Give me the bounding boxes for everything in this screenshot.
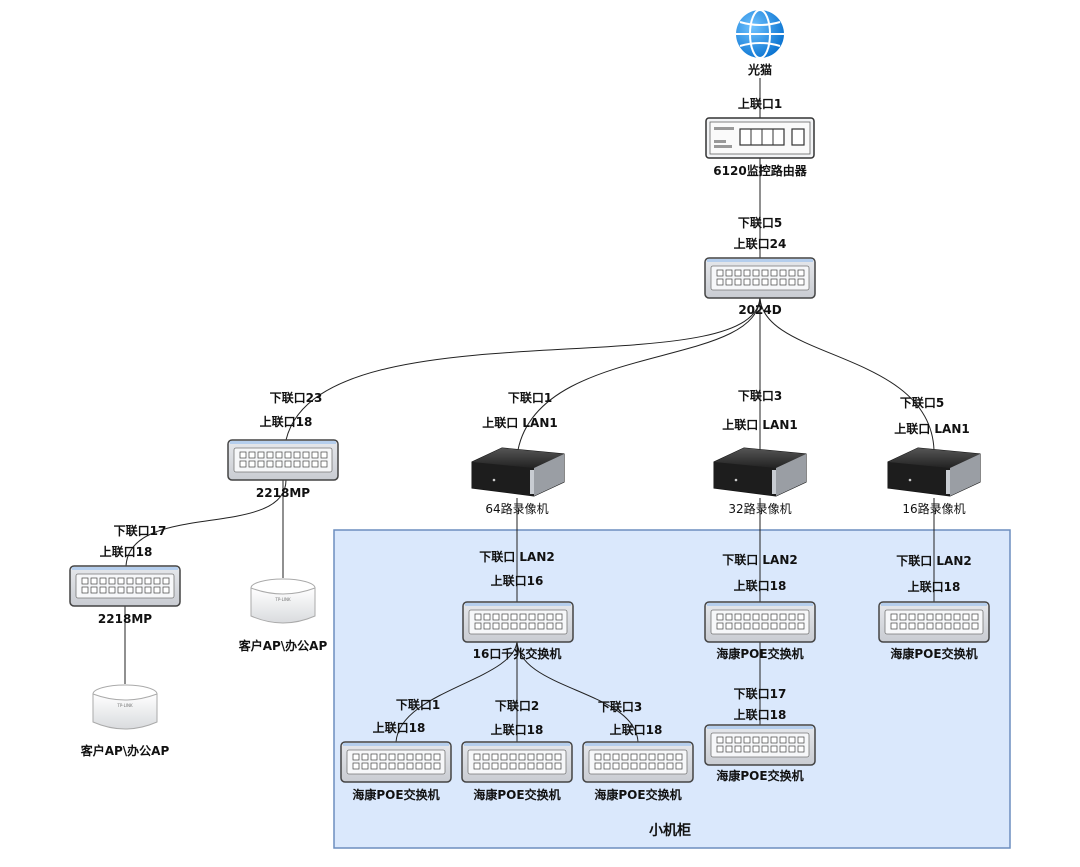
poe-switch-16: 下联口 LAN2 上联口18 海康POE交换机: [878, 554, 990, 661]
nvr-32-port-lan2: 下联口 LAN2: [722, 553, 798, 567]
access-point-2: 客户AP\办公AP: [80, 684, 170, 758]
poe-1-port-down: 下联口1: [396, 698, 440, 712]
modem-label: 光猫: [747, 62, 772, 77]
switch-icon: [704, 257, 816, 299]
switch-2024d-label: 2024D: [738, 303, 781, 317]
access-point-1: 客户AP\办公AP: [238, 578, 328, 653]
switch-2218mp-a-port-down: 下联口23: [270, 391, 323, 405]
nvr-icon: [471, 447, 565, 497]
switch-2218mp-b-port-down: 下联口17: [114, 524, 167, 538]
poe-32b-port-down: 下联口17: [734, 687, 787, 701]
switch-2024d: 下联口5 上联口24 2024D: [704, 216, 816, 317]
nvr-64-port-lan2: 下联口 LAN2: [479, 550, 555, 564]
switch-2024d-port-up: 上联口24: [734, 236, 787, 251]
poe-3-port-down: 下联口3: [598, 700, 642, 714]
globe-icon: [736, 9, 784, 59]
nvr-32-label: 32路录像机: [728, 501, 791, 516]
nvr-icon: [713, 447, 807, 497]
switch-16g-port-up: 上联口16: [491, 573, 544, 588]
access-point-2-label: 客户AP\办公AP: [80, 743, 170, 758]
nvr-32: 下联口3 上联口 LAN1 32路录像机: [713, 389, 807, 516]
switch-icon: [582, 741, 694, 783]
link-16g-poe1: [395, 639, 518, 743]
nvr-32-port-up: 上联口 LAN1: [722, 417, 798, 432]
poe-32a-port-up: 上联口18: [734, 578, 787, 593]
switch-2218mp-b-port-up: 上联口18: [100, 544, 153, 559]
router-label: 6120监控路由器: [713, 163, 807, 178]
poe-16-port-up: 上联口18: [908, 579, 961, 594]
switch-2218mp-b-label: 2218MP: [98, 612, 152, 626]
access-point-1-label: 客户AP\办公AP: [238, 638, 328, 653]
nvr-16-port-lan2: 下联口 LAN2: [896, 554, 972, 568]
router-icon: [705, 117, 815, 159]
poe-2-port-up: 上联口18: [491, 722, 544, 737]
link-2024d-nvr16: [759, 295, 935, 451]
access-point-icon: [250, 578, 316, 624]
modem: 光猫: [736, 9, 784, 77]
poe-switch-1: 下联口1 上联口18 海康POE交换机: [340, 698, 452, 802]
nvr-64: 下联口1 上联口 LAN1 64路录像机: [471, 391, 565, 516]
poe-32b-label: 海康POE交换机: [716, 768, 803, 783]
poe-1-label: 海康POE交换机: [352, 787, 439, 802]
switch-icon: [704, 724, 816, 766]
poe-switch-32b: 下联口17 上联口18 海康POE交换机: [704, 687, 816, 783]
poe-32b-port-up: 上联口18: [734, 707, 787, 722]
switch-2218mp-b: 下联口17 上联口18 2218MP: [69, 524, 181, 626]
nvr-icon: [887, 447, 981, 497]
switch-16-port-gigabit: 下联口 LAN2 上联口16 16口千兆交换机: [462, 550, 574, 661]
switch-16g-label: 16口千兆交换机: [473, 646, 562, 661]
poe-32a-label: 海康POE交换机: [716, 646, 803, 661]
cabinet-label: 小机柜: [649, 822, 691, 839]
switch-2218mp-a-label: 2218MP: [256, 486, 310, 500]
nvr-32-port-down: 下联口3: [738, 389, 782, 403]
connections: [124, 78, 935, 743]
nvr-64-port-up: 上联口 LAN1: [482, 415, 558, 430]
switch-2024d-port-down: 下联口5: [738, 216, 782, 230]
switch-icon: [69, 565, 181, 607]
poe-3-label: 海康POE交换机: [594, 787, 681, 802]
poe-16-label: 海康POE交换机: [890, 646, 977, 661]
router-port-up: 上联口1: [738, 96, 782, 111]
poe-switch-3: 下联口3 上联口18 海康POE交换机: [582, 700, 694, 802]
cabinet-region: [333, 529, 1011, 849]
switch-icon: [340, 741, 452, 783]
nvr-16-port-up: 上联口 LAN1: [894, 421, 970, 436]
switch-icon: [461, 741, 573, 783]
link-2024d-nvr64: [517, 295, 761, 451]
nvr-16-port-down: 下联口5: [900, 396, 944, 410]
switch-2218mp-a-port-up: 上联口18: [260, 414, 313, 429]
switch-icon: [704, 601, 816, 643]
switch-2218mp-a: 下联口23 上联口18 2218MP: [227, 391, 339, 500]
nvr-64-label: 64路录像机: [485, 501, 548, 516]
nvr-16: 下联口5 上联口 LAN1 16路录像机: [887, 396, 981, 516]
nvr-16-label: 16路录像机: [902, 501, 965, 516]
router-6120: 上联口1 6120监控路由器: [705, 96, 815, 178]
poe-1-port-up: 上联口18: [373, 720, 426, 735]
switch-icon: [227, 439, 339, 481]
access-point-icon: [92, 684, 158, 730]
poe-switch-2: 下联口2 上联口18 海康POE交换机: [461, 699, 573, 802]
link-2218mp-2218mp: [125, 479, 287, 567]
poe-switch-32a: 下联口 LAN2 上联口18 海康POE交换机: [704, 553, 816, 661]
link-2024d-2218mp: [285, 295, 761, 441]
poe-2-label: 海康POE交换机: [473, 787, 560, 802]
poe-2-port-down: 下联口2: [495, 699, 539, 713]
poe-3-port-up: 上联口18: [610, 722, 663, 737]
nvr-64-port-down: 下联口1: [508, 391, 552, 405]
link-16g-poe3: [516, 639, 639, 743]
switch-icon: [462, 601, 574, 643]
switch-icon: [878, 601, 990, 643]
